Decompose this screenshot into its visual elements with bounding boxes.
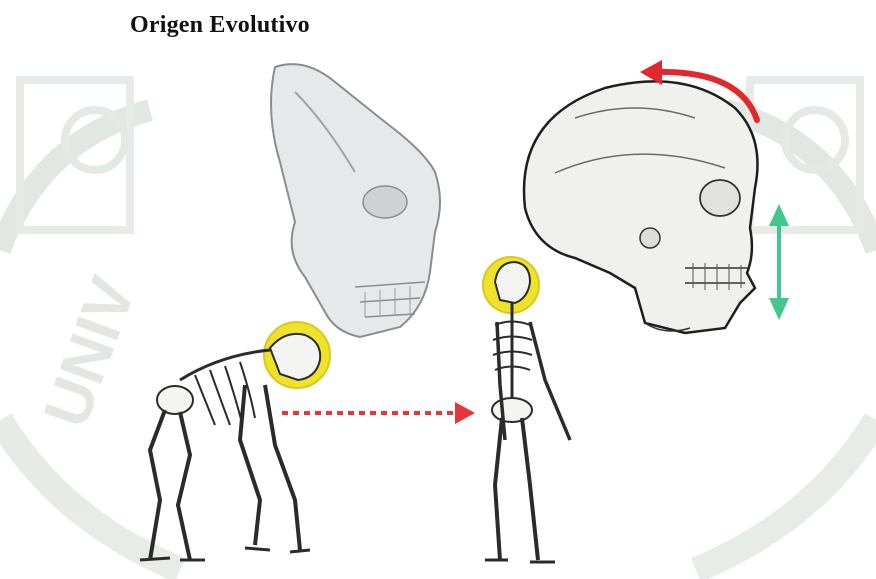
biped-skeleton-icon [483,257,570,562]
watermark-text: UNIV [29,267,149,436]
human-skull-icon [524,81,758,333]
ape-skull-icon [271,64,440,337]
dotted-arrow-icon [282,402,475,424]
quadruped-skeleton-icon [140,322,330,560]
double-arrow-icon [769,204,789,320]
diagram-title: Origen Evolutivo [130,12,310,39]
